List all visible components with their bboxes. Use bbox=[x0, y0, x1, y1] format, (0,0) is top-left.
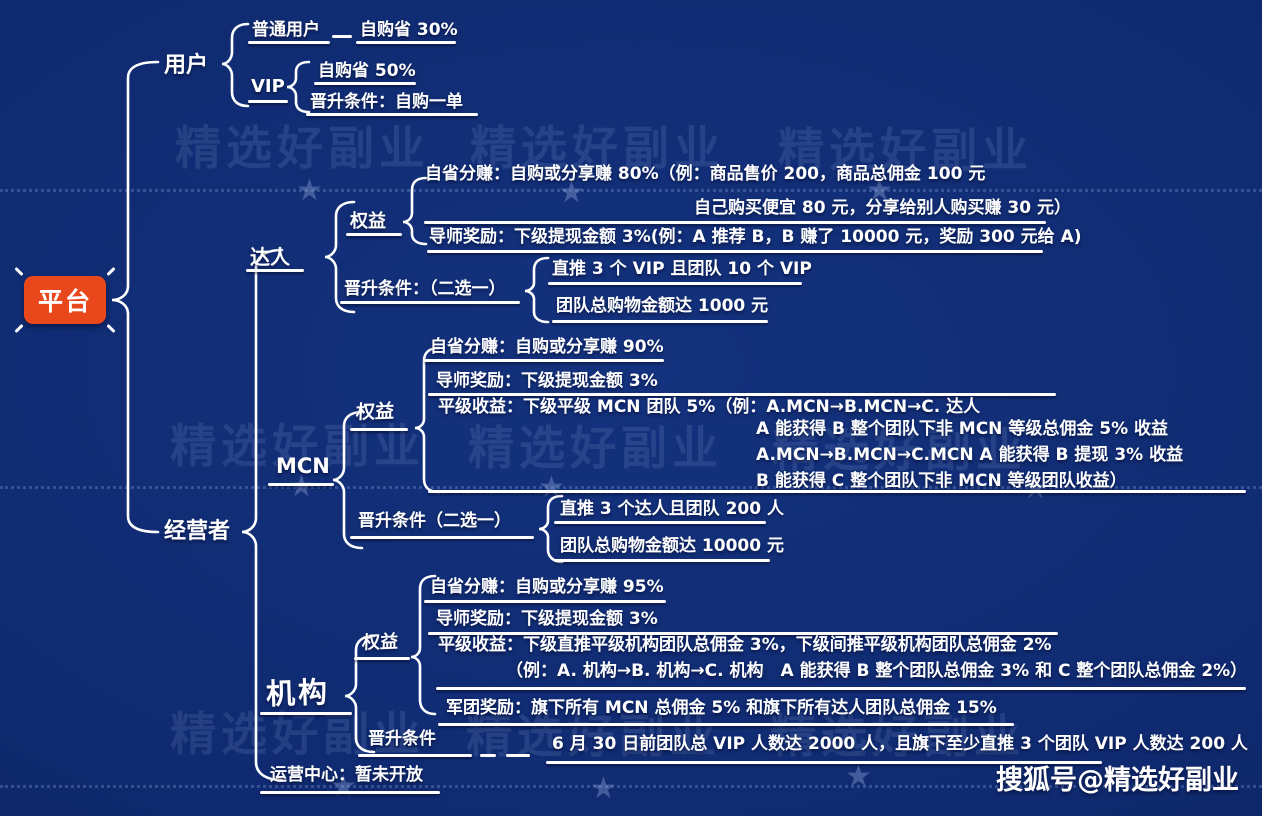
mcn-rights-label: 权益 bbox=[355, 400, 395, 424]
connector-dash bbox=[480, 754, 496, 757]
daren-promotion-option-2: 团队总购物金额达 1000 元 bbox=[556, 296, 769, 316]
vip-promotion: 晋升条件：自购一单 bbox=[310, 92, 463, 112]
star-icon: ★ bbox=[558, 175, 585, 210]
branch-line bbox=[548, 282, 802, 285]
star-icon: ★ bbox=[330, 769, 357, 804]
branch-line bbox=[260, 791, 440, 794]
branch-line bbox=[350, 428, 408, 431]
branch-line bbox=[260, 712, 352, 715]
operator-branch-label: 经营者 bbox=[164, 519, 231, 544]
daren-promotion-option-1: 直推 3 个 VIP 且团队 10 个 VIP bbox=[552, 259, 812, 279]
normal-user-label: 普通用户 bbox=[252, 20, 320, 40]
jigou-label: 机构 bbox=[265, 674, 331, 712]
star-icon: ★ bbox=[296, 173, 323, 208]
daren-promotion-label: 晋升条件：（二选一） bbox=[344, 279, 506, 299]
jigou-peer-income: 平级收益：下级直推平级机构团队总佣金 3%，下级间推平级机构团队总佣金 2% bbox=[438, 635, 1052, 655]
jigou-peer-income-2: （例：A. 机构→B. 机构→C. 机构 A 能获得 B 整个团队总佣金 3% … bbox=[506, 661, 1248, 681]
branch-line bbox=[350, 536, 534, 539]
user-brace bbox=[221, 22, 250, 108]
watermark-text: 精选好副业 bbox=[470, 121, 725, 175]
mcn-peer-income: 平级收益：下级平级 MCN 团队 5%（例：A.MCN→B.MCN→C. 达人 bbox=[438, 397, 981, 417]
star-icon: ★ bbox=[866, 173, 893, 208]
branch-line bbox=[428, 632, 1058, 635]
watermark-text: 精选好副业 bbox=[175, 121, 430, 175]
branch-line bbox=[356, 41, 456, 44]
mcn-peer-income-2: A 能获得 B 整个团队下非 MCN 等级总佣金 5% 收益 bbox=[756, 419, 1169, 439]
star-icon: ★ bbox=[288, 469, 315, 504]
branch-line bbox=[436, 687, 1246, 690]
mcn-promotion-option-2: 团队总购物金额达 10000 元 bbox=[560, 536, 784, 556]
mcn-peer-income-3: A.MCN→B.MCN→C.MCN A 能获得 B 提现 3% 收益 bbox=[756, 445, 1184, 465]
user-branch-label: 用户 bbox=[164, 53, 209, 78]
dotted-line bbox=[0, 486, 1262, 489]
daren-rights-label: 权益 bbox=[350, 211, 386, 232]
branch-line bbox=[306, 113, 478, 116]
mcn-mentor-reward: 导师奖励：下级提现金额 3% bbox=[436, 371, 658, 391]
jigou-legion-reward: 军团奖励：旗下所有 MCN 总佣金 5% 和旗下所有达人团队总佣金 15% bbox=[446, 698, 997, 718]
jigou-rights-label: 权益 bbox=[361, 631, 399, 654]
branch-line bbox=[554, 559, 770, 562]
selection-tick bbox=[14, 266, 24, 277]
jigou-self-save: 自省分赚：自购或分享赚 95% bbox=[430, 577, 664, 597]
branch-line bbox=[428, 393, 1056, 396]
branch-line bbox=[340, 301, 520, 304]
mcn-peer-income-4: B 能获得 C 整个团队下非 MCN 等级团队收益） bbox=[756, 471, 1127, 491]
mcn-promotion-label: 晋升条件（二选一） bbox=[358, 511, 511, 531]
branch-line bbox=[268, 483, 334, 486]
branch-line bbox=[424, 221, 1046, 224]
star-icon: ★ bbox=[845, 759, 872, 794]
branch-line bbox=[438, 723, 1014, 726]
daren-rights-brace bbox=[402, 176, 428, 246]
daren-promotion-brace bbox=[524, 256, 550, 324]
branch-line bbox=[427, 250, 1043, 253]
selection-tick bbox=[106, 266, 116, 277]
watermark-text: 精选好副业 bbox=[772, 423, 1027, 477]
mcn-promotion-brace bbox=[538, 494, 564, 564]
branch-line bbox=[424, 359, 664, 362]
daren-self-save: 自省分赚：自购或分享赚 80%（例：商品售价 200，商品总佣金 100 元 bbox=[425, 164, 986, 184]
dotted-line bbox=[0, 189, 1262, 192]
branch-line bbox=[428, 490, 1246, 493]
branch-line bbox=[552, 320, 768, 323]
watermark-text: 精选好副业 bbox=[468, 421, 723, 475]
mcn-label: MCN bbox=[276, 454, 330, 478]
vip-label: VIP bbox=[251, 76, 285, 97]
branch-line bbox=[246, 269, 304, 272]
credit-text: 搜狐号@精选好副业 bbox=[996, 765, 1239, 796]
daren-label: 达人 bbox=[250, 245, 290, 269]
dotted-line bbox=[0, 785, 1262, 788]
branch-line bbox=[314, 82, 416, 85]
selection-tick bbox=[106, 323, 116, 334]
branch-line bbox=[354, 657, 410, 660]
jigou-mentor-reward: 导师奖励：下级提现金额 3% bbox=[436, 609, 658, 629]
jigou-promotion-label: 晋升条件 bbox=[368, 729, 436, 749]
daren-self-save-2: 自己购买便宜 80 元，分享给别人购买赚 30 元） bbox=[694, 198, 1071, 218]
jigou-promotion-requirement: 6 月 30 日前团队总 VIP 人数达 2000 人，且旗下至少直推 3 个团… bbox=[552, 734, 1248, 754]
normal-user-benefit: 自购省 30% bbox=[360, 20, 458, 40]
operation-center-label: 运营中心：暂未开放 bbox=[270, 765, 423, 785]
branch-line bbox=[554, 521, 766, 524]
branch-line bbox=[358, 754, 472, 757]
mcn-promotion-option-1: 直推 3 个达人且团队 200 人 bbox=[560, 499, 784, 519]
daren-mentor-reward: 导师奖励：下级提现金额 3%(例：A 推荐 B，B 赚了 10000 元，奖励 … bbox=[429, 227, 1082, 247]
watermark-text: 精选好副业 bbox=[170, 707, 425, 761]
connector-dash bbox=[506, 754, 530, 757]
star-icon: ★ bbox=[1022, 471, 1049, 506]
branch-line bbox=[424, 600, 666, 603]
platform-label: 平台 bbox=[37, 287, 92, 316]
star-icon: ★ bbox=[590, 771, 617, 806]
watermark-text: 精选好副业 bbox=[778, 123, 1033, 177]
platform-brace bbox=[111, 60, 160, 534]
connector-dash bbox=[332, 35, 352, 38]
branch-line bbox=[248, 41, 330, 44]
branch-line bbox=[346, 233, 402, 236]
branch-line bbox=[546, 761, 1102, 764]
branch-line bbox=[248, 100, 288, 103]
mcn-self-save: 自省分赚：自购或分享赚 90% bbox=[430, 337, 664, 357]
platform-node: 平台 bbox=[24, 276, 106, 324]
vip-brace bbox=[286, 60, 311, 114]
selection-tick bbox=[14, 323, 24, 334]
vip-benefit: 自购省 50% bbox=[318, 61, 416, 81]
watermark-text: 精选好副业 bbox=[770, 709, 1025, 763]
